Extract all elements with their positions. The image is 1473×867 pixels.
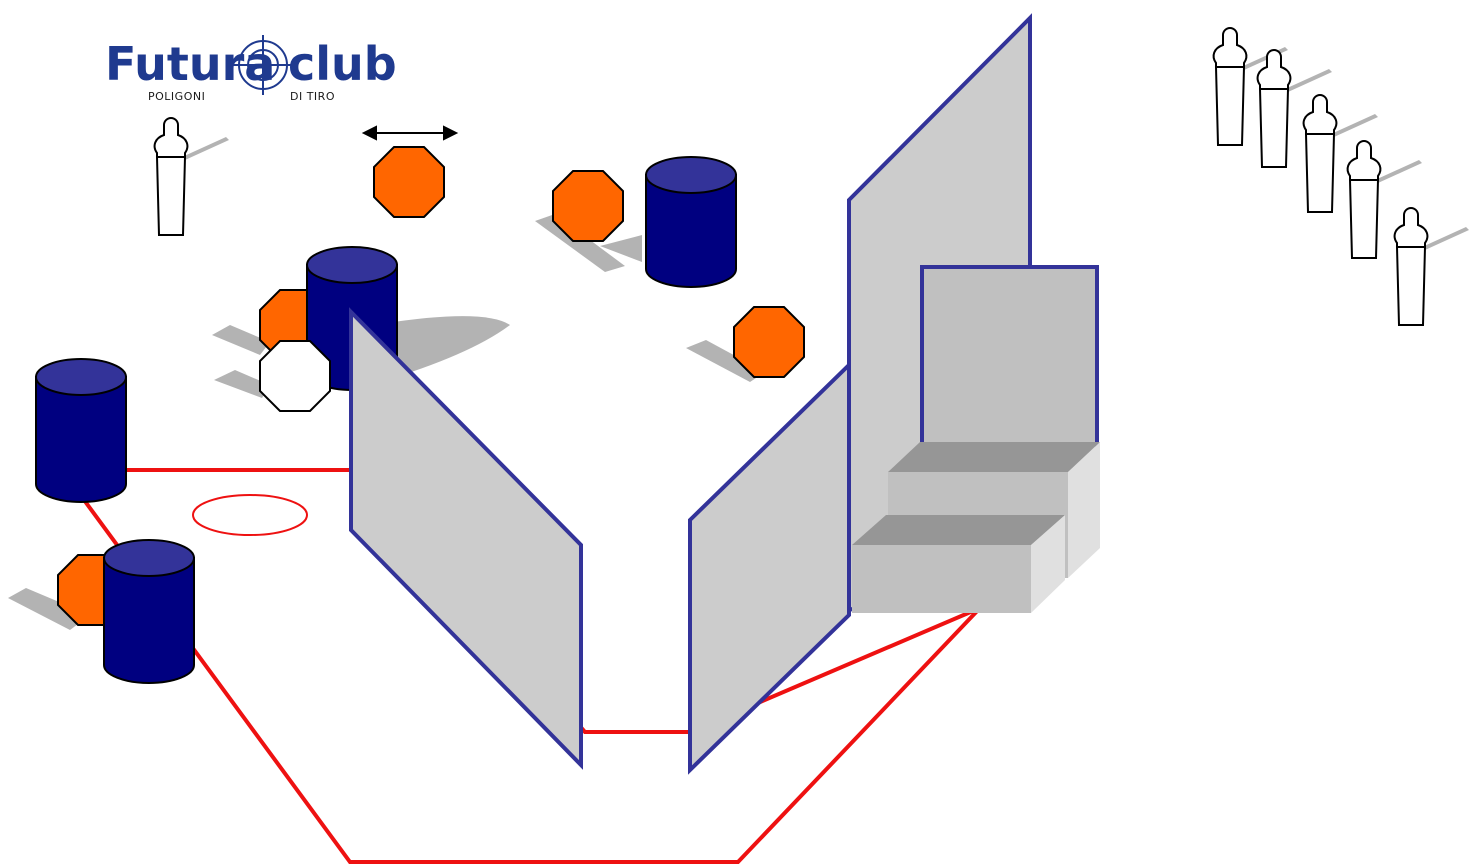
- logo-subtitle-poligoni: POLIGONI: [148, 90, 205, 103]
- plate-shadow: [535, 214, 625, 272]
- paper-silhouette-target-icon: [153, 117, 230, 236]
- steel-plate-target-icon: [373, 146, 445, 218]
- no-shoot-target-icon: [259, 340, 331, 412]
- crosshair-icon: [233, 35, 293, 95]
- plate-shadow: [686, 340, 765, 382]
- futura-club-logo: Futura club POLIGONI DI TIRO: [105, 35, 397, 103]
- barrel-shadow: [600, 235, 642, 262]
- plate-shadow: [214, 370, 270, 398]
- barrel-icon: [103, 539, 195, 684]
- steel-plate-target-icon: [552, 170, 624, 242]
- logo-subtitle-di-tiro: DI TIRO: [290, 90, 335, 103]
- logo-word-club: club: [288, 37, 397, 91]
- platform-steps: [852, 442, 1100, 613]
- barrel-icon: [645, 156, 737, 288]
- wall-left: [349, 307, 583, 770]
- paper-silhouette-target-icon: [1393, 207, 1470, 326]
- steel-plate-target-icon: [733, 306, 805, 378]
- plate-shadow: [8, 588, 90, 630]
- plate-shadow: [212, 325, 270, 355]
- swinger-arrow-icon: [361, 125, 459, 141]
- barrel-icon: [35, 358, 127, 503]
- wall-right-front: [688, 360, 851, 775]
- start-position-marker: [192, 494, 308, 536]
